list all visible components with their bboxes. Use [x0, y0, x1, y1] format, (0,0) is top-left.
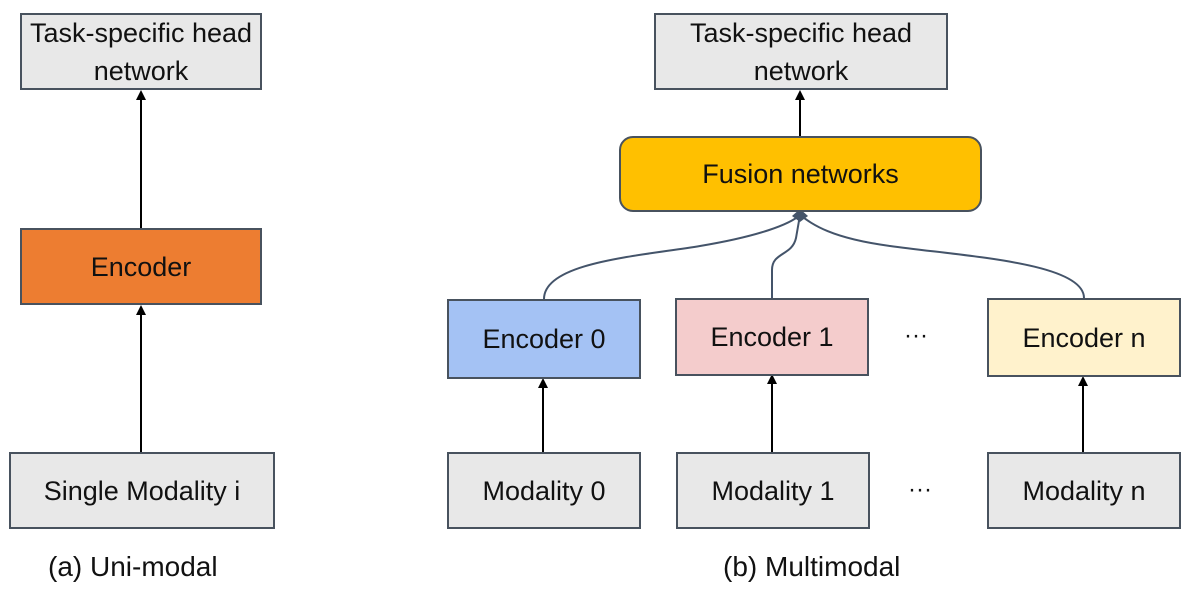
unimodal-encoder-label: Encoder [90, 251, 192, 282]
modality-1: Modality 1 [676, 452, 870, 529]
unimodal-encoder: Encoder [20, 228, 262, 305]
unimodal-input-modality: Single Modality i [9, 452, 275, 529]
modality-n: Modality n [987, 452, 1181, 529]
encoder-0: Encoder 0 [447, 299, 641, 379]
unimodal-head-network: Task-specific head network [20, 13, 262, 90]
encoder-1: Encoder 1 [675, 298, 869, 376]
modality-1-label: Modality 1 [711, 475, 835, 506]
curve-encoder-n-to-fusion [799, 214, 1085, 299]
encoder-n-label: Encoder n [1022, 322, 1146, 353]
unimodal-input-label: Single Modality i [43, 475, 241, 506]
fusion-networks: Fusion networks [619, 136, 982, 212]
modality-0-label: Modality 0 [482, 475, 606, 506]
modality-n-label: Modality n [1022, 475, 1146, 506]
unimodal-caption: (a) Uni-modal [48, 551, 218, 582]
curve-encoder-0-to-fusion [543, 214, 801, 300]
modality-ellipsis: ··· [908, 476, 932, 503]
modality-0: Modality 0 [447, 452, 641, 529]
encoder-0-label: Encoder 0 [482, 324, 606, 354]
multimodal-head-network: Task-specific head network [654, 13, 948, 90]
encoder-ellipsis: ··· [904, 322, 928, 349]
unimodal-head-label: Task-specific head network [29, 17, 253, 86]
fusion-junction-diamond [792, 209, 808, 222]
curve-encoder-1-to-fusion [771, 214, 801, 298]
multimodal-caption: (b) Multimodal [723, 551, 901, 582]
encoder-n: Encoder n [987, 298, 1181, 377]
encoder-1-label: Encoder 1 [710, 322, 834, 352]
multimodal-head-label: Task-specific head network [689, 17, 913, 86]
fusion-label: Fusion networks [702, 159, 899, 189]
